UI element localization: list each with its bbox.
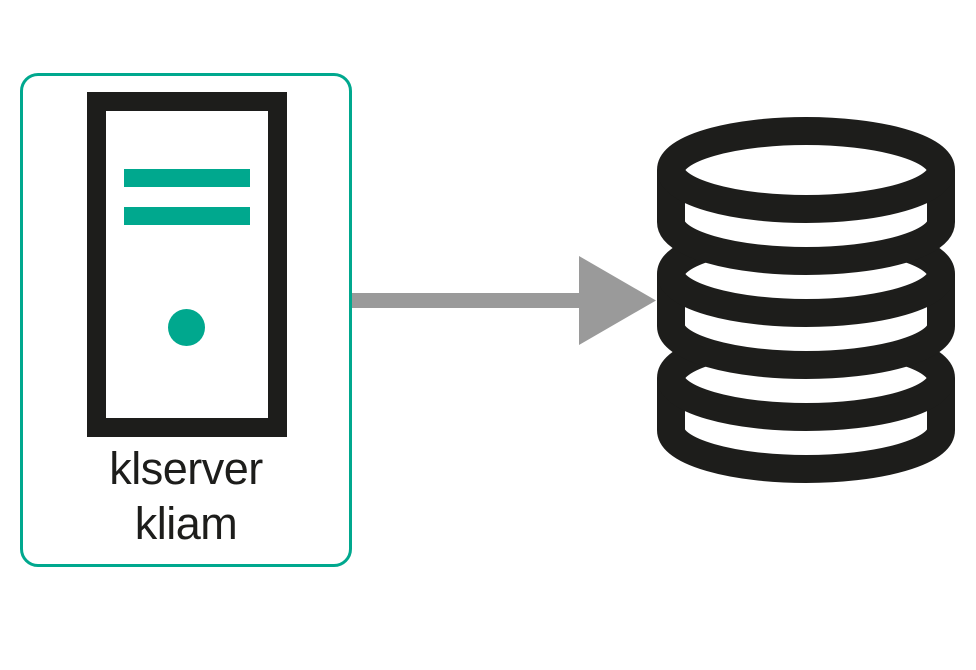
server-slot-bar-icon [124,169,250,187]
database-disk-top [657,117,955,275]
server-slot-bar-icon [124,207,250,225]
server-tower-icon [87,92,287,437]
right-arrow-icon [352,256,656,345]
server-power-led-icon [168,309,205,346]
server-node-label: klserver kliam [20,441,352,551]
database-disk-bottom [657,325,955,483]
arrow-head [579,256,656,345]
server-label-line-1: klserver [109,443,263,494]
arrow-shaft [352,293,582,308]
database-icon [657,117,955,483]
server-label-line-2: kliam [134,498,238,549]
